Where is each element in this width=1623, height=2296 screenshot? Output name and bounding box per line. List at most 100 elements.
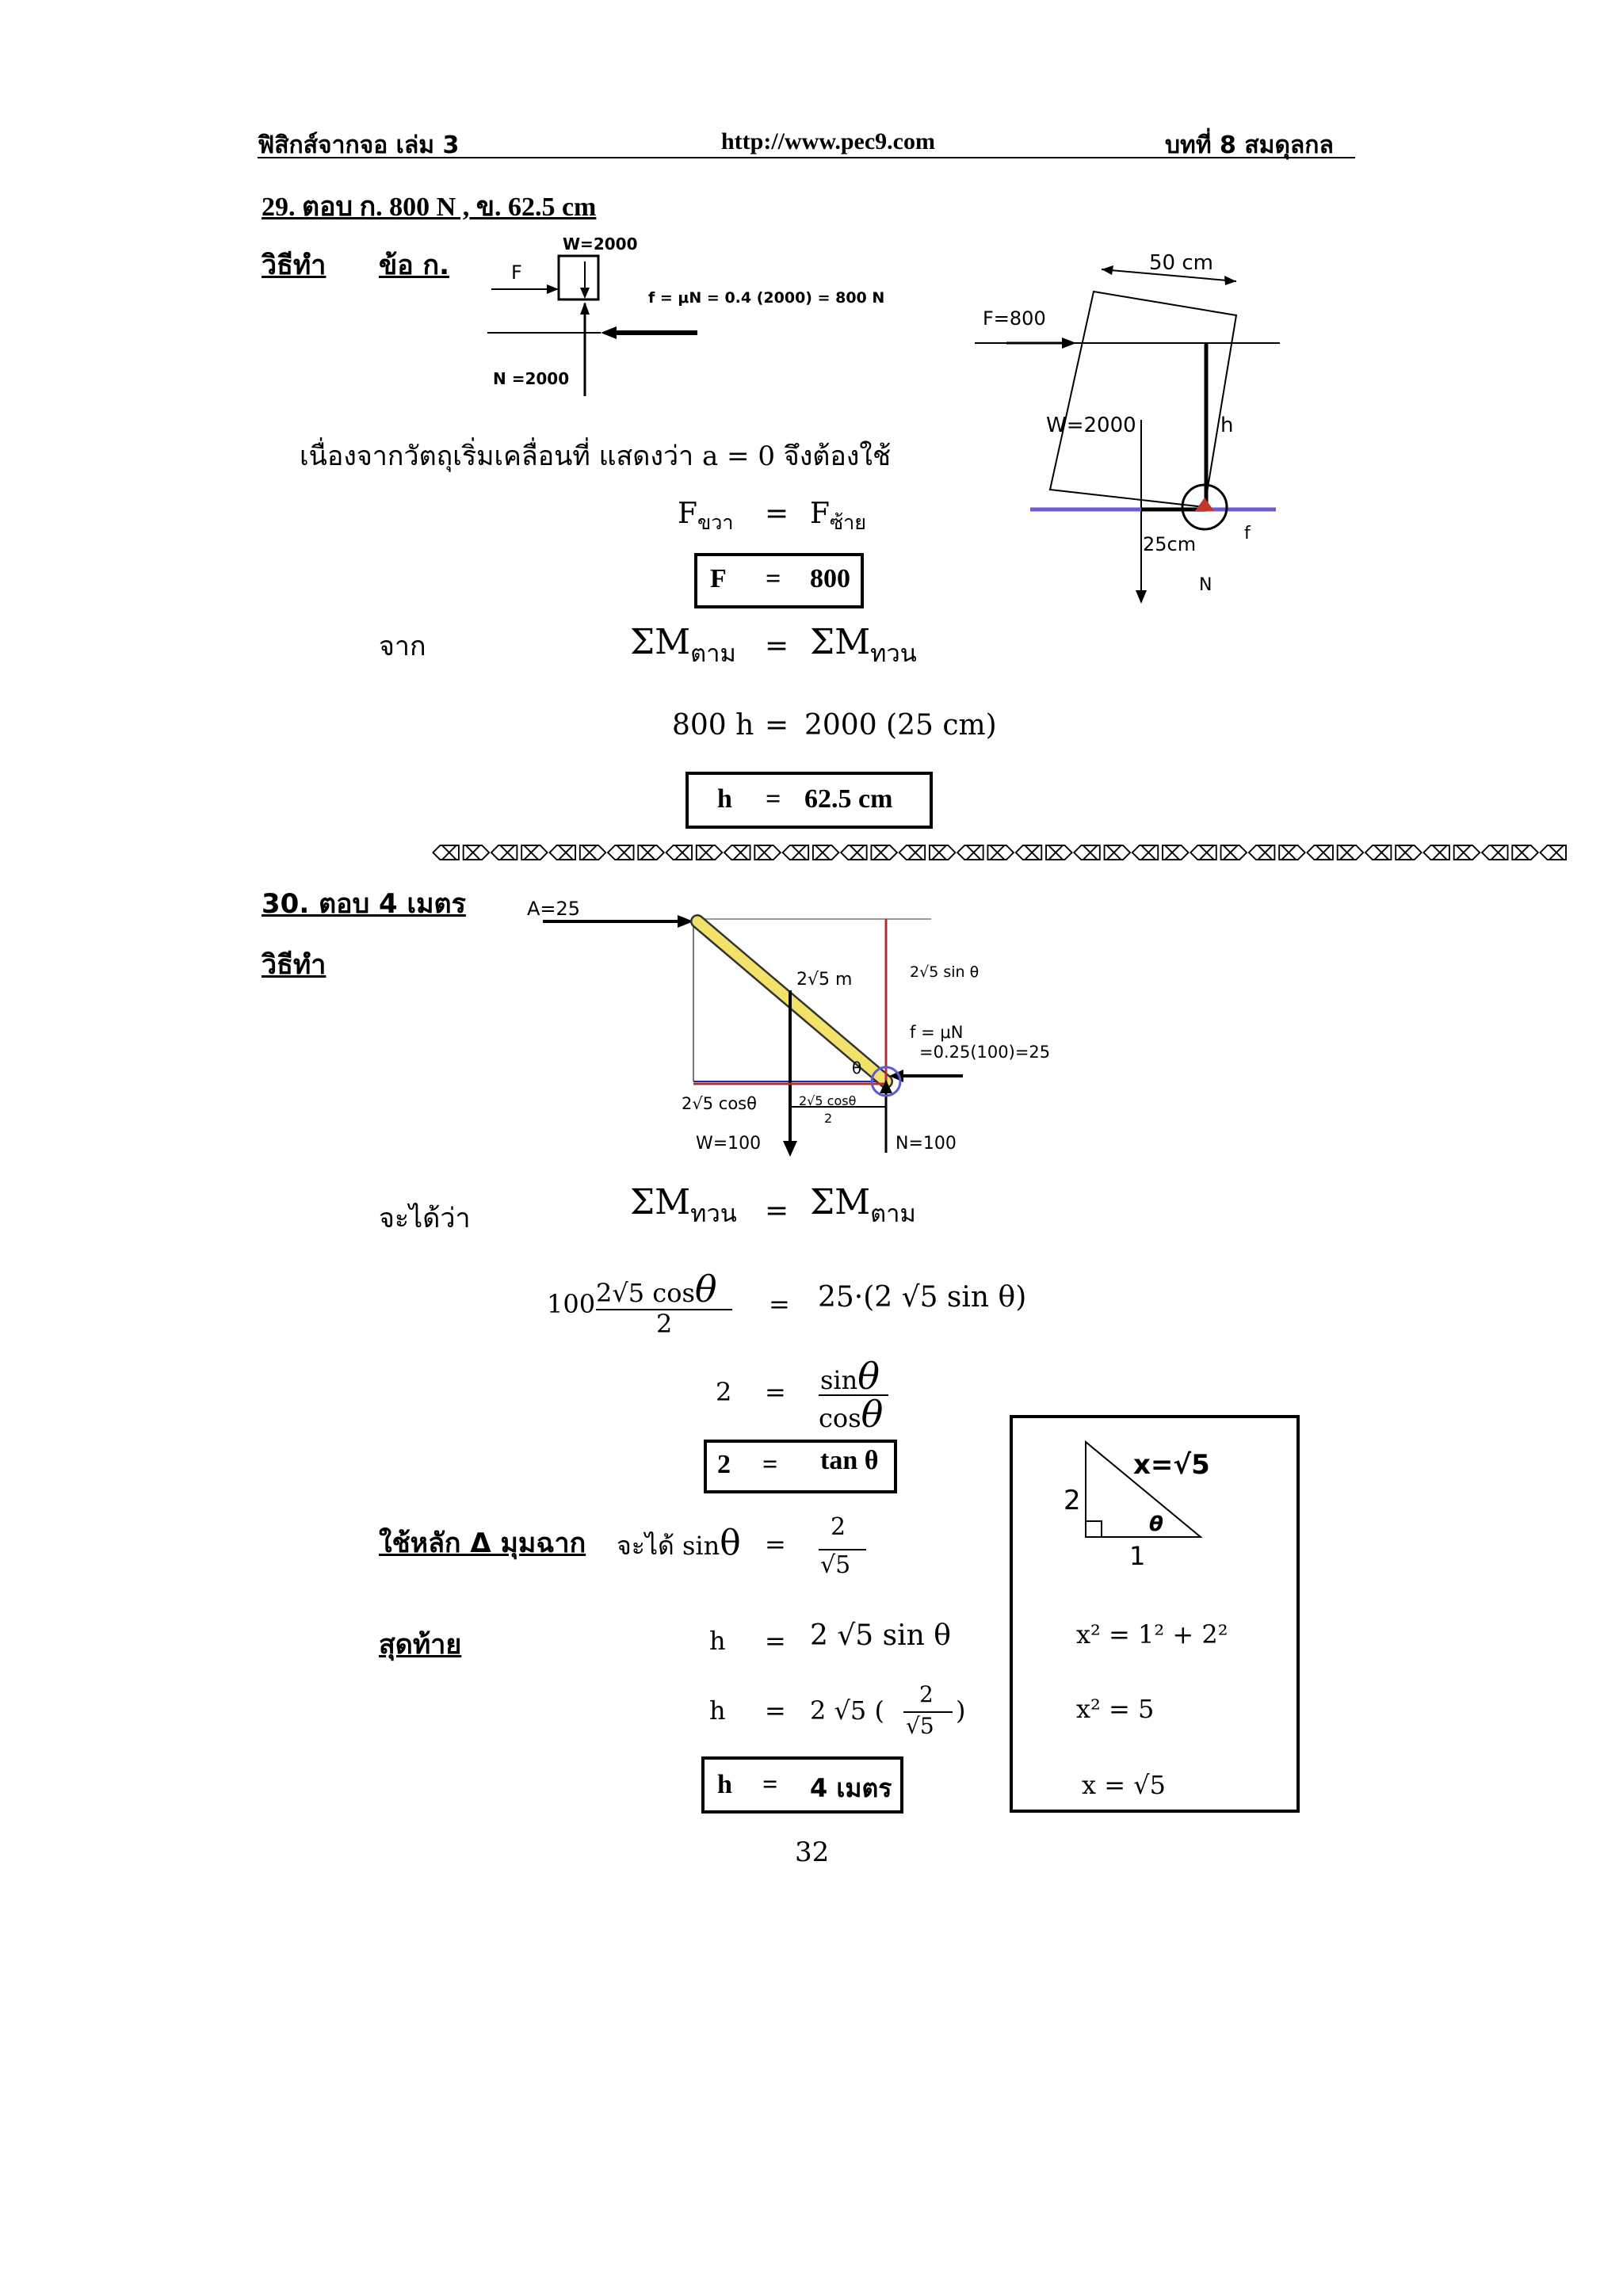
label-len: 2√5 m <box>796 970 852 990</box>
triangle <box>1085 1440 1203 1538</box>
right-angle-mark <box>1085 1520 1102 1538</box>
label-50cm: 50 cm <box>1149 251 1213 275</box>
q29-moment-lhs: ΣMตาม <box>630 622 736 668</box>
f2-fraction-bar <box>903 1711 953 1713</box>
side-l1: x² = 1² + 2² <box>1076 1619 1228 1650</box>
e1-num: 2√5 cosθ <box>596 1268 717 1310</box>
label-w2000: W=2000 <box>563 235 637 254</box>
box3-eq: = <box>762 1450 778 1479</box>
label-hyp: x=√5 <box>1133 1449 1210 1481</box>
label-horiz: 2√5 cosθ <box>682 1094 757 1113</box>
side-l3: x = √5 <box>1082 1770 1166 1800</box>
box3-rhs: tan θ <box>820 1446 879 1475</box>
q30-answer-box-tan <box>704 1440 897 1493</box>
label-25cm: 25cm <box>1143 533 1196 555</box>
box4-eq: = <box>762 1770 778 1799</box>
header-rule <box>258 157 1355 158</box>
q29-eq2-eq: = <box>765 709 789 742</box>
box2-rhs: 62.5 cm <box>804 784 893 814</box>
box1-rhs: 800 <box>810 564 850 593</box>
e1-fraction-bar <box>596 1309 732 1310</box>
q30-ladder-diagram: A=25 2√5 m 2√5 sin θ f = μN =0.25(100)=2… <box>527 898 1050 1157</box>
label-theta-small: θ <box>1149 1512 1163 1536</box>
e2-eq: = <box>765 1377 786 1407</box>
label-friction: f = μN = 0.4 (2000) = 800 N <box>648 289 884 307</box>
page-number: 32 <box>795 1836 830 1868</box>
pivot-circle <box>870 1066 902 1097</box>
q30-m-rhs: ΣMตาม <box>810 1182 916 1228</box>
tilted-block <box>1048 290 1238 509</box>
q29-eq1-rhs: Fซ้าย <box>810 498 866 535</box>
weight-arrowhead <box>580 288 590 299</box>
header-url[interactable]: http://www.pec9.com <box>721 128 935 154</box>
label-h: h <box>1220 414 1233 437</box>
f1-eq: = <box>765 1626 786 1656</box>
box3-lhs: 2 <box>717 1450 731 1479</box>
label-n-small: N <box>1199 575 1212 595</box>
e1-eq: = <box>769 1289 790 1319</box>
label-adj: 1 <box>1129 1541 1145 1571</box>
box4-rhs: 4 เมตร <box>810 1773 892 1803</box>
q30-m-eq: = <box>765 1195 789 1227</box>
rule-fraction-bar <box>819 1549 866 1550</box>
label-opp: 2 <box>1064 1485 1081 1516</box>
width-dim-line <box>1101 269 1237 282</box>
f2-eq: = <box>765 1695 786 1726</box>
right-triangle-diagram: x=√5 2 1 θ <box>1064 1440 1210 1571</box>
q29-tilt-diagram: 50 cm F=800 h W=2000 25cm f N <box>975 251 1280 604</box>
box2-eq: = <box>766 784 781 814</box>
f2-lhs: h <box>709 1695 726 1726</box>
q29-eq1-lhs: Fขวา <box>678 498 734 535</box>
q29-moment-eq: = <box>765 630 789 662</box>
e2-den: cosθ <box>819 1393 884 1436</box>
box1-lhs: F <box>710 564 727 593</box>
e2-lhs: 2 <box>716 1377 732 1407</box>
q30-answer-box-h <box>701 1756 903 1814</box>
pivot-mark <box>1195 498 1214 511</box>
block-rect <box>557 254 600 301</box>
box1-eq: = <box>766 564 781 593</box>
separator: ⌫⌦⌫⌦⌫⌦⌫⌦⌫⌦⌫⌦⌫⌦⌫⌦⌫⌦⌫⌦⌫⌦⌫⌦⌫⌦⌫⌦⌫⌦⌫⌦⌫⌦⌫⌦⌫⌦⌫ <box>432 842 1568 866</box>
label-f2: =0.25(100)=25 <box>919 1043 1050 1062</box>
label-n100: N=100 <box>896 1134 957 1154</box>
f2-den: √5 <box>906 1713 934 1739</box>
q29-eq2-lhs: 800 h <box>672 709 754 742</box>
f2-rhs-a: 2 √5 ( <box>810 1695 884 1726</box>
label-f1: f = μN <box>910 1023 963 1042</box>
q29-moment-rhs: ΣMทวน <box>810 622 917 668</box>
e1-rhs: 25·(2 √5 sin θ) <box>818 1281 1027 1314</box>
q29-eq2-rhs: 2000 (25 cm) <box>804 709 997 742</box>
q29-block-diagram: W=2000 F f = μN = 0.4 (2000) = 800 N N =… <box>487 235 884 396</box>
q30-method: วิธีทำ <box>262 949 327 981</box>
label-f: F <box>511 261 522 284</box>
q29-eq1-eq: = <box>765 498 789 530</box>
label-half-num: 2√5 cosθ <box>799 1093 856 1108</box>
normal-arrowhead <box>580 302 590 315</box>
header-left: ฟิสิกส์จากจอ เล่ม 3 <box>258 132 460 159</box>
q30-rule: ใช้หลัก Δ มุมฉาก <box>379 1527 586 1559</box>
q30-side-box <box>1010 1415 1300 1813</box>
q30-title: 30. ตอบ 4 เมตร <box>262 888 466 920</box>
rule-num: 2 <box>831 1513 846 1541</box>
box4-lhs: h <box>717 1770 732 1799</box>
q30-m-lhs: ΣMทวน <box>630 1182 737 1228</box>
label-theta: θ <box>852 1058 861 1077</box>
label-vert: 2√5 sin θ <box>910 963 979 981</box>
e2-num: sinθ <box>820 1355 880 1398</box>
q29-answer-box-f <box>694 553 864 608</box>
f1-lhs: h <box>709 1626 726 1656</box>
label-w100: W=100 <box>696 1134 761 1154</box>
side-l2: x² = 5 <box>1076 1694 1155 1724</box>
label-half-den: 2 <box>824 1111 832 1126</box>
e1-coef: 100 <box>547 1289 596 1319</box>
q29-title: 29. ตอบ ก. 800 N , ข. 62.5 cm <box>262 193 597 222</box>
q29-line1: เนื่องจากวัตถุเริ่มเคลื่อนที่ แสดงว่า a … <box>300 441 892 472</box>
q29-answer-box-h <box>685 772 933 829</box>
pivot-circle <box>1181 483 1228 531</box>
label-f800: F=800 <box>983 307 1046 330</box>
label-a25: A=25 <box>527 898 580 920</box>
q30-rule-tail: จะได้ sinθ <box>617 1523 741 1563</box>
label-n2000: N =2000 <box>493 369 569 388</box>
e2-fraction-bar <box>819 1394 888 1396</box>
header-right: บทที่ 8 สมดุลกล <box>1165 132 1334 159</box>
